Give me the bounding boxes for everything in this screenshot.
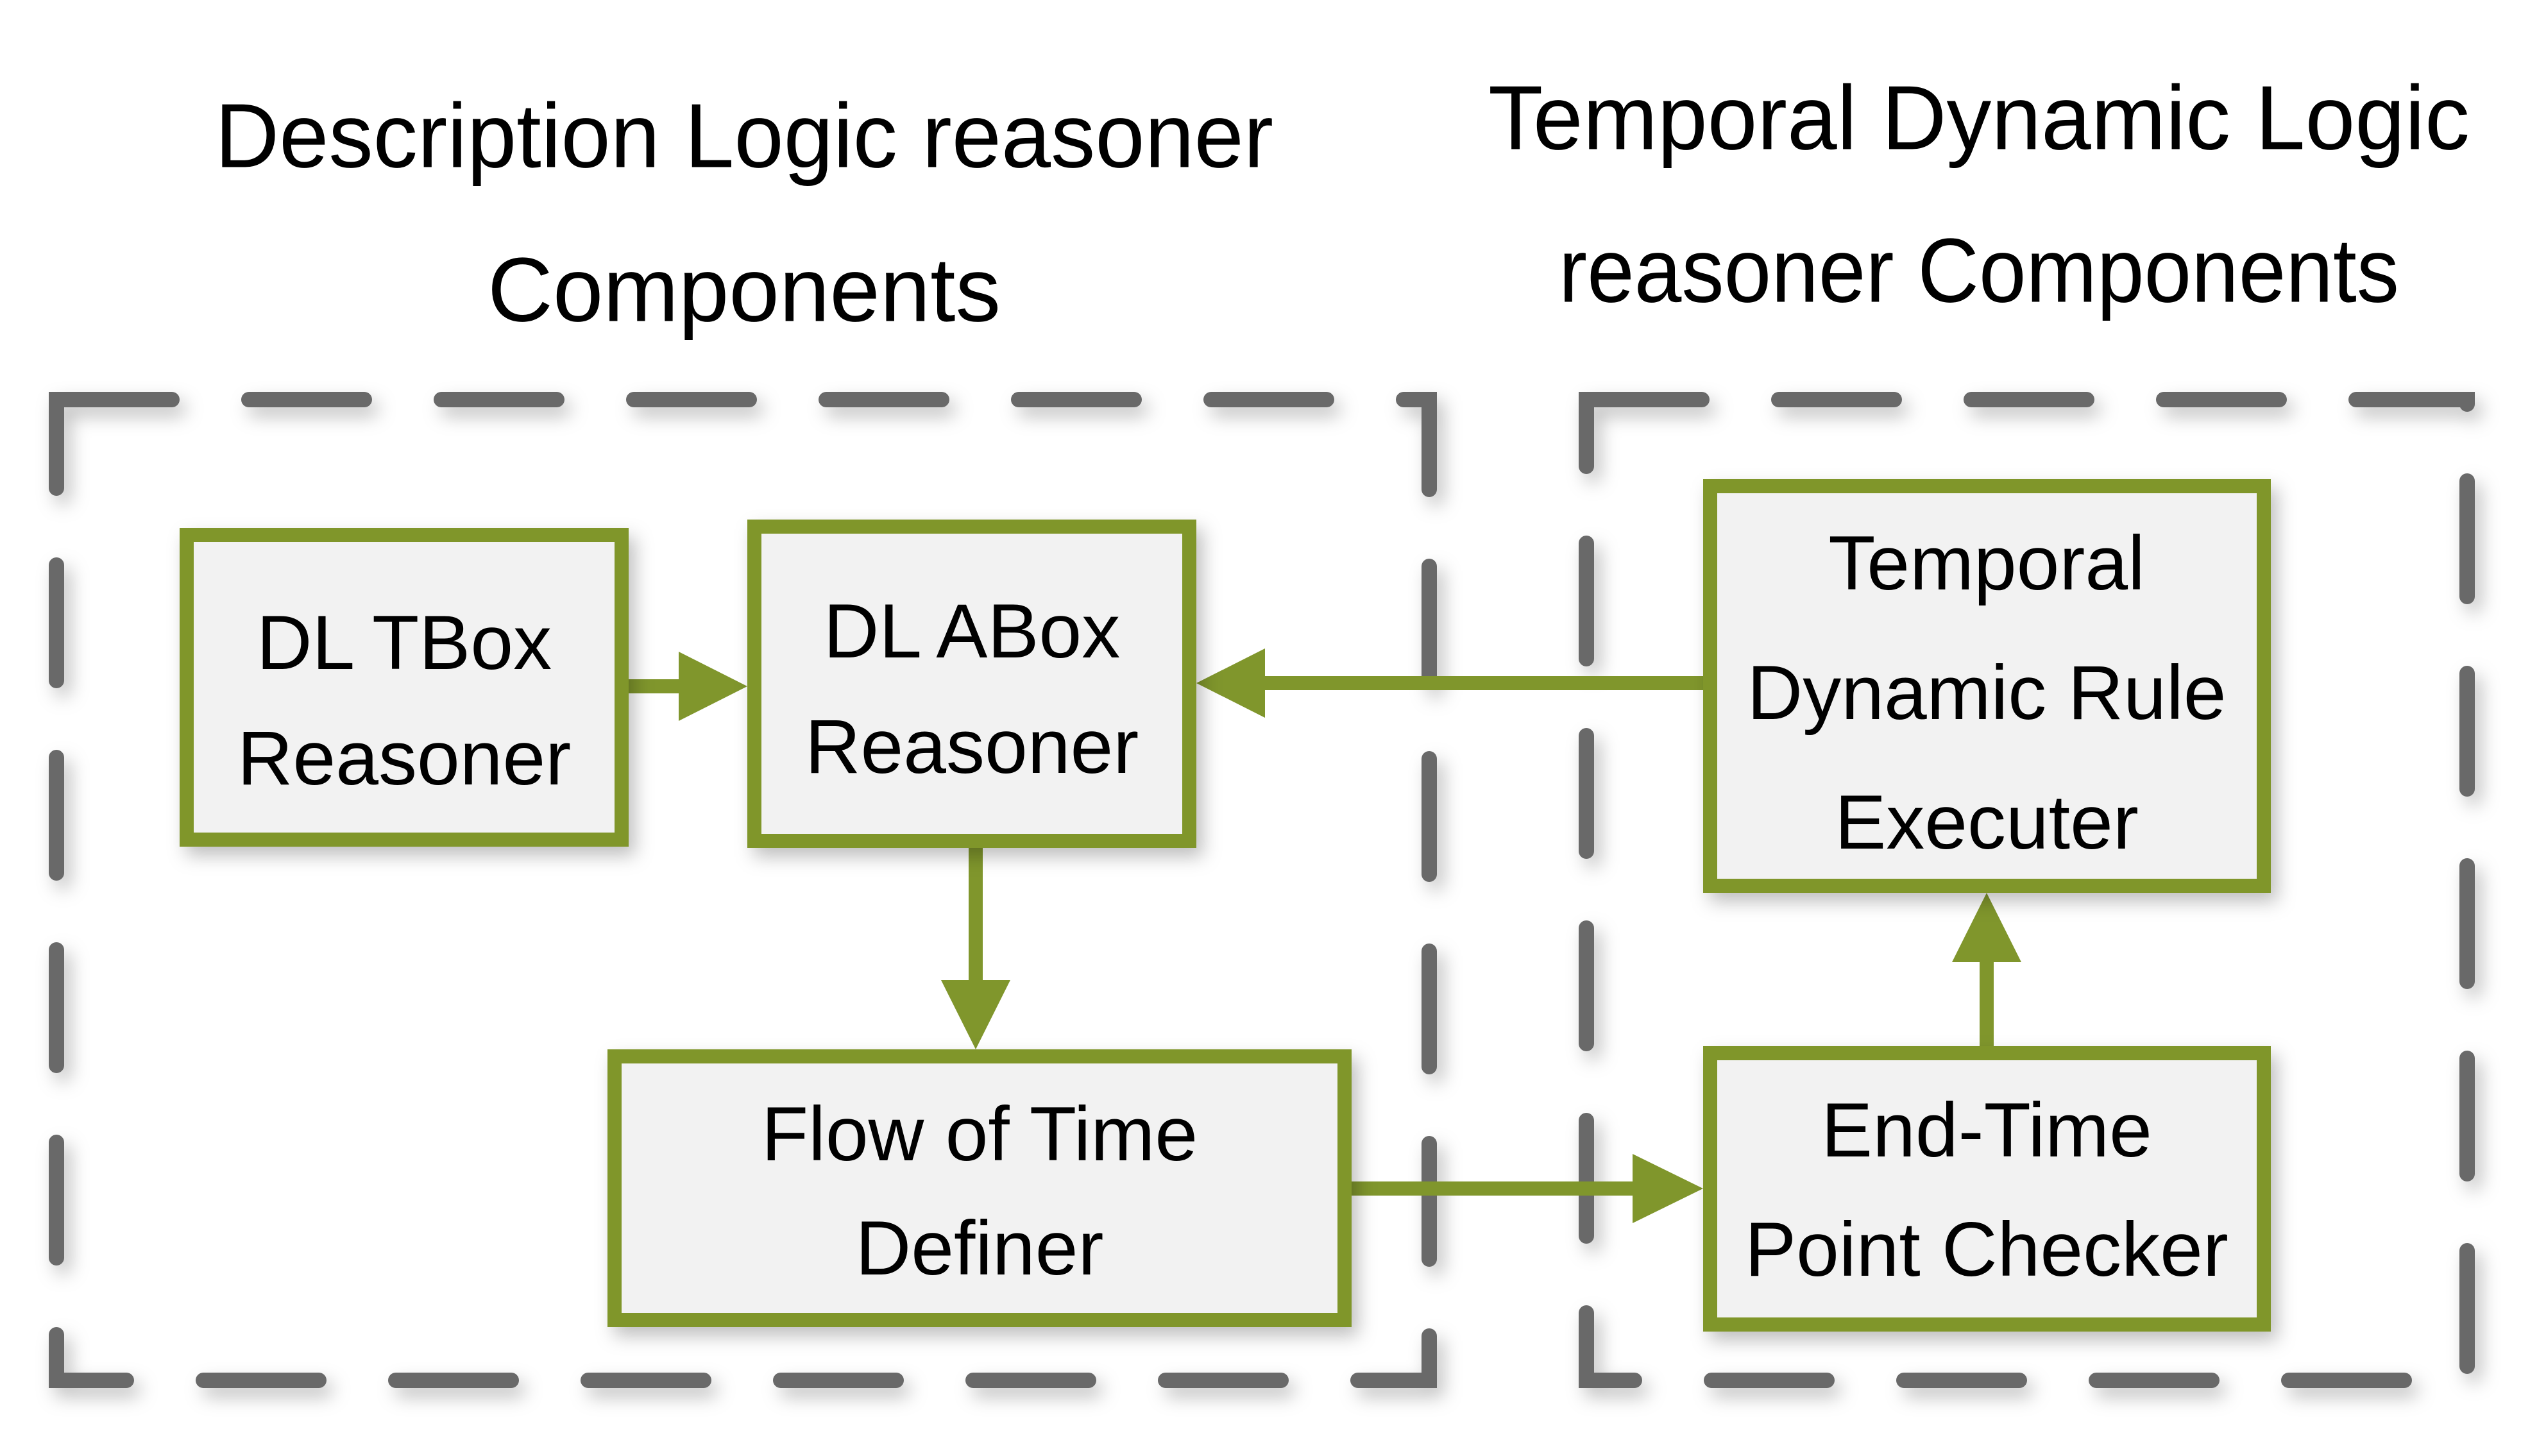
dl-abox-reasoner-label-line1: DL ABox xyxy=(824,588,1120,674)
temporal-dynamic-rule-executer-label-line2: Dynamic Rule xyxy=(1747,650,2227,736)
arrow-rule-executer-to-abox xyxy=(1196,648,1703,718)
temporal-dynamic-rule-executer-label-line1: Temporal xyxy=(1828,520,2145,606)
flow-of-time-definer-label-line2: Definer xyxy=(856,1205,1104,1291)
temporal-dynamic-rule-executer-box xyxy=(1703,479,2271,893)
dl-tbox-reasoner-label-line2: Reasoner xyxy=(237,715,571,801)
end-time-point-checker-node: End-Time Point Checker xyxy=(1703,1046,2271,1332)
right-title-line1: Temporal Dynamic Logic xyxy=(1488,67,2470,169)
right-title-line2: reasoner Components xyxy=(1559,220,2399,322)
arrow-flow-definer-to-end-time-head xyxy=(1633,1154,1703,1223)
right-section-title: Temporal Dynamic Logic reasoner Componen… xyxy=(1488,67,2470,322)
flow-of-time-definer-box xyxy=(607,1049,1352,1327)
flow-of-time-definer-node: Flow of Time Definer xyxy=(607,1049,1352,1327)
dl-tbox-reasoner-box xyxy=(180,528,629,847)
temporal-dynamic-reasoner-components-container xyxy=(1579,392,2475,1388)
end-time-point-checker-label-line2: Point Checker xyxy=(1745,1206,2228,1292)
temporal-dynamic-rule-executer-node: Temporal Dynamic Rule Executer xyxy=(1703,479,2271,893)
arrow-tbox-to-abox-head xyxy=(679,652,747,721)
flow-of-time-definer-label-line1: Flow of Time xyxy=(761,1091,1198,1177)
end-time-point-checker-label-line1: End-Time xyxy=(1821,1087,2152,1173)
arrow-rule-executer-to-abox-head xyxy=(1196,648,1265,718)
dl-reasoner-components-container xyxy=(49,392,1437,1388)
arrow-tbox-to-abox xyxy=(629,652,747,721)
temporal-dynamic-rule-executer-label-line3: Executer xyxy=(1835,779,2139,865)
dl-abox-reasoner-box xyxy=(747,520,1196,848)
dl-tbox-reasoner-node: DL TBox Reasoner xyxy=(180,528,629,847)
arrow-flow-definer-to-end-time xyxy=(1352,1154,1703,1223)
arrow-abox-to-flow-definer-head xyxy=(941,980,1010,1049)
dl-tbox-reasoner-label-line1: DL TBox xyxy=(257,600,552,686)
left-title-line2: Components xyxy=(488,239,1001,341)
end-time-point-checker-box xyxy=(1703,1046,2271,1332)
left-title-line1: Description Logic reasoner xyxy=(215,85,1273,187)
left-section-title: Description Logic reasoner Components xyxy=(215,85,1273,341)
dl-abox-reasoner-label-line2: Reasoner xyxy=(805,704,1139,790)
arrow-end-time-to-rule-executer-head xyxy=(1952,893,2021,962)
arrow-end-time-to-rule-executer xyxy=(1952,893,2021,1046)
dl-abox-reasoner-node: DL ABox Reasoner xyxy=(747,520,1196,848)
arrow-abox-to-flow-definer xyxy=(941,848,1010,1049)
